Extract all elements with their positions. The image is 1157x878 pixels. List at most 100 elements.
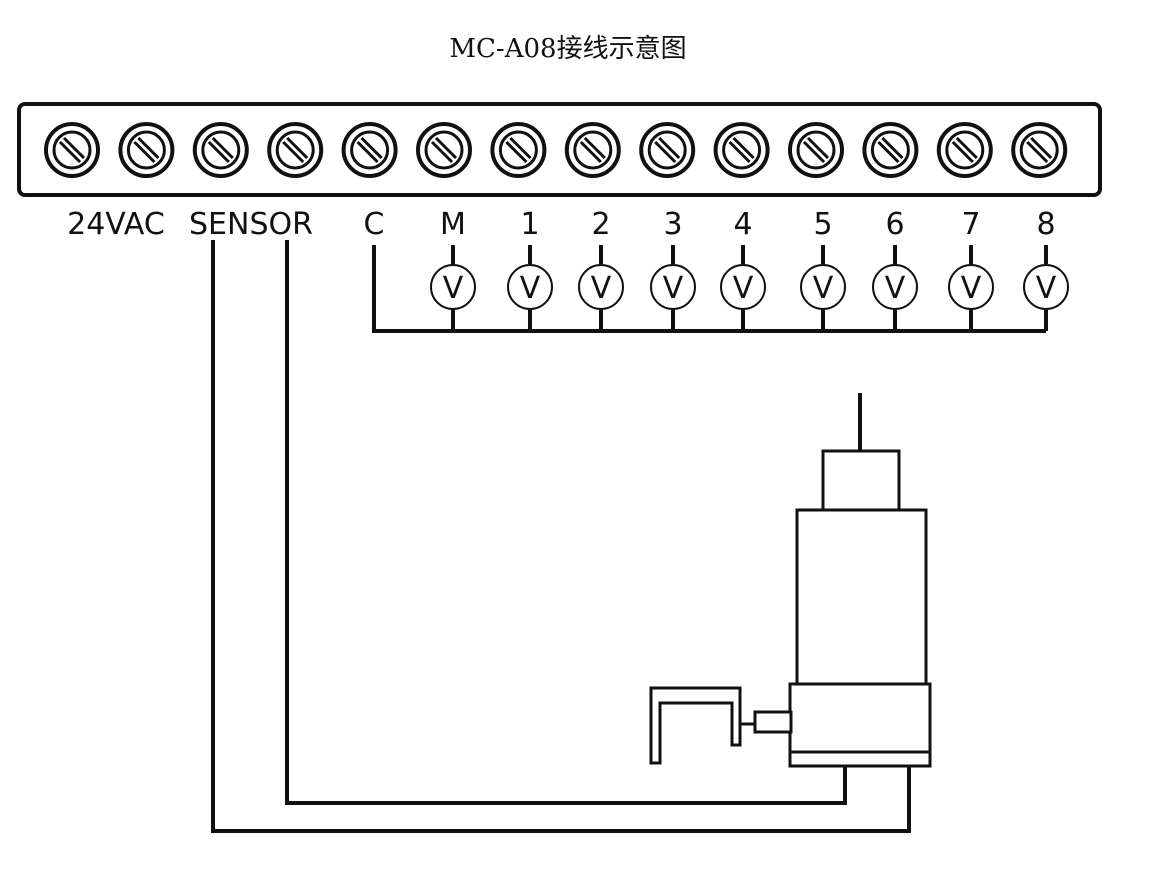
- terminal-screw-icon: [341, 122, 398, 178]
- terminal-screw-icon: [490, 122, 547, 178]
- sensor-mounting-bracket: [649, 686, 742, 765]
- sensor-body: [795, 508, 928, 687]
- screw-head: [945, 130, 985, 170]
- screw-slot-line: [802, 140, 826, 164]
- valve-3: V: [650, 245, 696, 331]
- terminal-screw-icon: [416, 122, 472, 178]
- terminal-screw-icon: [1011, 122, 1068, 178]
- screw-slot-line: [583, 136, 606, 160]
- sensor-device: [649, 393, 932, 768]
- label-4: 4: [733, 207, 752, 242]
- valve-letter: V: [885, 271, 906, 306]
- label-c: C: [364, 207, 385, 242]
- sensor-wire-left: [211, 240, 911, 833]
- valve-6: V: [872, 245, 918, 331]
- screw-slot-line: [211, 136, 234, 160]
- label-sensor: SENSOR: [189, 207, 313, 242]
- valve-letter: V: [733, 271, 754, 306]
- screw-slot-line: [505, 140, 528, 164]
- screw-slot-line: [1026, 140, 1049, 164]
- valve-letter: V: [591, 271, 612, 306]
- terminal-screw-icon: [788, 122, 844, 178]
- screw-slot-line: [658, 136, 681, 160]
- screw-slot-line: [654, 140, 677, 164]
- screw-slot-line: [728, 140, 751, 164]
- valve-letter: V: [663, 271, 684, 306]
- valve-5: V: [800, 245, 846, 331]
- valve-7: V: [948, 245, 994, 331]
- screw-head: [350, 130, 390, 170]
- label-5: 5: [813, 207, 832, 242]
- screw-slot-line: [62, 136, 86, 160]
- screw-slot-line: [58, 140, 82, 164]
- terminal-screw-icon: [564, 122, 621, 178]
- screw-head: [870, 130, 910, 170]
- screw-head: [126, 130, 166, 170]
- sensor-cap: [821, 449, 901, 512]
- terminal-screw-icon: [267, 122, 324, 178]
- screw-head: [1019, 130, 1059, 170]
- screw-slot-line: [732, 136, 755, 160]
- screw-head: [647, 130, 687, 170]
- label-1: 1: [520, 207, 539, 242]
- valve-letter: V: [813, 271, 834, 306]
- valve-letter: V: [961, 271, 982, 306]
- sensor-wire-right: [285, 240, 847, 805]
- screw-head: [573, 130, 613, 170]
- label-8: 8: [1036, 207, 1055, 242]
- label-6: 6: [885, 207, 904, 242]
- terminal-screw-icon: [44, 122, 100, 178]
- screw-slot-line: [951, 140, 974, 164]
- screw-slot-line: [877, 140, 900, 164]
- label-24vac: 24VAC: [67, 207, 165, 242]
- screw-slot-line: [579, 140, 602, 164]
- screw-slot-line: [356, 140, 379, 164]
- valve-m: V: [430, 245, 476, 331]
- terminal-block: [17, 102, 1102, 197]
- screw-slot-line: [806, 136, 830, 160]
- valve-letter: V: [520, 271, 541, 306]
- terminal-screw-icon: [936, 122, 993, 178]
- label-m: M: [440, 207, 466, 242]
- screw-slot-line: [286, 136, 309, 160]
- terminal-screws: [44, 122, 1068, 178]
- screw-slot-line: [133, 140, 156, 164]
- label-2: 2: [591, 207, 610, 242]
- diagram-title: MC-A08接线示意图: [449, 34, 686, 64]
- valve-4: V: [720, 245, 766, 331]
- screw-head: [722, 130, 762, 170]
- screw-slot-line: [282, 140, 305, 164]
- sensor-connector: [753, 710, 793, 734]
- valve-1: V: [507, 245, 553, 331]
- valve-letter: V: [443, 271, 464, 306]
- screw-slot-line: [509, 136, 532, 160]
- terminal-screw-icon: [192, 122, 249, 178]
- terminal-screw-icon: [713, 122, 770, 178]
- screw-head: [498, 130, 538, 170]
- screw-slot-line: [137, 136, 160, 160]
- terminal-screw-icon: [639, 122, 696, 178]
- screw-head: [796, 130, 836, 170]
- screw-head: [52, 130, 92, 170]
- screw-slot-line: [434, 136, 458, 160]
- terminal-screw-icon: [118, 122, 175, 178]
- screw-slot-line: [955, 136, 978, 160]
- screw-slot-line: [360, 136, 383, 160]
- screw-slot-line: [881, 136, 904, 160]
- terminal-screw-icon: [862, 122, 919, 178]
- screw-head: [424, 130, 464, 170]
- valve-8: V: [1023, 245, 1069, 331]
- screw-slot-line: [207, 140, 230, 164]
- terminal-labels: 24VAC SENSOR C M 1 2 3 4 5 6 7 8: [67, 207, 1055, 242]
- label-7: 7: [961, 207, 980, 242]
- sensor-base: [788, 682, 932, 768]
- label-3: 3: [663, 207, 682, 242]
- screw-slot-line: [1030, 136, 1053, 160]
- valve-2: V: [578, 245, 624, 331]
- screw-slot-line: [430, 140, 454, 164]
- screw-head: [275, 130, 315, 170]
- screw-head: [201, 130, 241, 170]
- valve-letter: V: [1036, 271, 1057, 306]
